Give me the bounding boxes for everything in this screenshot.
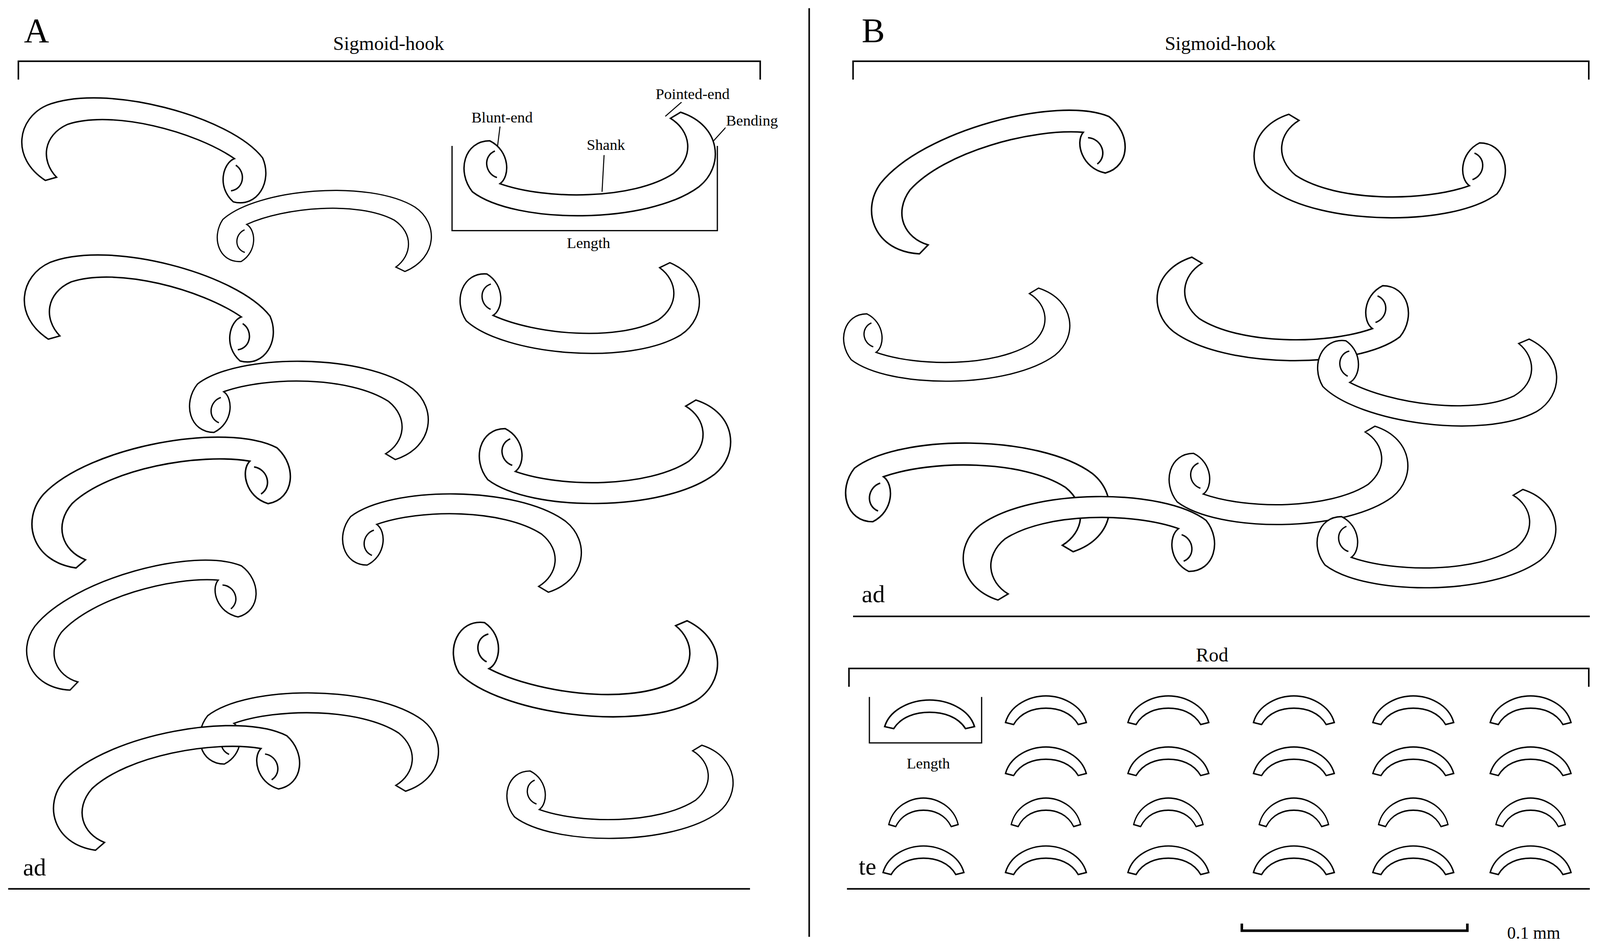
sigmoid-hook [1311, 310, 1562, 441]
part-name: Shank [585, 137, 626, 153]
rod-spicule [1128, 696, 1210, 725]
panel-divider [808, 7, 810, 937]
panel-baseline [7, 888, 750, 890]
sigmoid-hook [214, 181, 435, 288]
rod-spicule [1490, 696, 1572, 725]
group-title: Sigmoid-hook [1163, 33, 1278, 53]
blunt-end-curl [527, 780, 537, 804]
sigmoid-hook [342, 493, 582, 593]
rod-spicule [1253, 746, 1335, 776]
rod-spicule [1005, 746, 1087, 776]
blunt-end-curl [1087, 134, 1106, 165]
rod-spicule [1133, 798, 1204, 827]
rod-spicule [1490, 746, 1572, 776]
scale-bar [1241, 923, 1468, 931]
length-bracket [869, 696, 982, 743]
sigmoid-hook [1254, 114, 1506, 218]
blunt-end-curl [235, 323, 253, 353]
blunt-end-curl [229, 165, 246, 194]
rod-spicule [1005, 696, 1087, 725]
blunt-end-curl [1338, 349, 1352, 377]
sigmoid-hook [963, 496, 1215, 601]
blunt-end-curl [1375, 295, 1386, 323]
rod-spicule [1378, 798, 1448, 827]
scale-label: 0.1 mm [1506, 924, 1562, 942]
rod-spicule [1496, 798, 1566, 827]
leader-line [601, 155, 605, 192]
sigmoid-hook [1157, 257, 1409, 361]
blunt-end-curl [486, 151, 497, 178]
panel-letter: B [860, 13, 886, 48]
blunt-end-curl [869, 483, 881, 512]
blunt-end-curl [210, 397, 221, 423]
spicule-group [12, 73, 1571, 875]
group-title: Sigmoid-hook [332, 33, 446, 53]
rod-spicule [1372, 845, 1454, 875]
sigmoid-hook [463, 112, 716, 216]
part-name: Pointed-end [654, 86, 731, 102]
section-code: ad [22, 855, 48, 880]
sigmoid-hook [506, 745, 733, 839]
rod-spicule [1128, 845, 1210, 875]
rod-spicule [1128, 746, 1210, 776]
blunt-end-curl [1181, 534, 1192, 562]
rod-spicule [888, 798, 959, 827]
rod-spicule [1372, 746, 1454, 776]
frame-lines [7, 7, 1590, 937]
panel-baseline [853, 615, 1590, 617]
sigmoid-hook [21, 421, 300, 575]
rod-spicule [883, 845, 965, 875]
sigmoid-hook [479, 400, 731, 504]
group-title: Rod [1194, 644, 1230, 664]
part-name: Bending [724, 112, 779, 129]
sigmoid-hook [843, 288, 1070, 382]
rod-spicule [1253, 696, 1335, 725]
bracket [853, 61, 1589, 80]
bracket [18, 61, 761, 80]
blunt-end-curl [235, 229, 247, 254]
sigmoid-hook [446, 589, 724, 734]
blunt-end-curl [480, 283, 493, 310]
rod-spicule [1490, 845, 1572, 875]
rod-spicule [1372, 696, 1454, 725]
panel-letter: A [22, 13, 50, 48]
bracket [849, 668, 1589, 688]
rod-spicule [1259, 798, 1329, 827]
blunt-end-curl [254, 465, 270, 495]
rod-spicule [1011, 798, 1081, 827]
rod-spicule [884, 700, 975, 729]
dimension-label: Length [905, 755, 952, 772]
sigmoid-hook [1169, 426, 1409, 525]
section-code: ad [860, 581, 886, 607]
sigmoid-hook [856, 90, 1140, 264]
rod-spicule [1005, 845, 1087, 875]
blunt-end-curl [222, 582, 239, 610]
dimension-label: Length [565, 235, 612, 251]
sigmoid-hook [456, 244, 703, 364]
blunt-end-curl [1338, 526, 1349, 552]
section-code: te [857, 854, 878, 879]
sigmoid-hook [43, 710, 309, 857]
blunt-end-curl [864, 322, 874, 347]
panel-baseline [846, 888, 1590, 890]
sigmoid-hook [12, 542, 269, 700]
sigmoid-hook [1316, 489, 1556, 588]
blunt-end-curl [363, 530, 374, 556]
blunt-end-curl [1190, 463, 1201, 489]
part-name: Blunt-end [470, 109, 534, 126]
blunt-end-curl [501, 438, 513, 466]
blunt-end-curl [475, 632, 491, 663]
blunt-end-curl [264, 752, 280, 781]
rod-spicule [1253, 845, 1335, 875]
blunt-end-curl [1472, 153, 1483, 180]
